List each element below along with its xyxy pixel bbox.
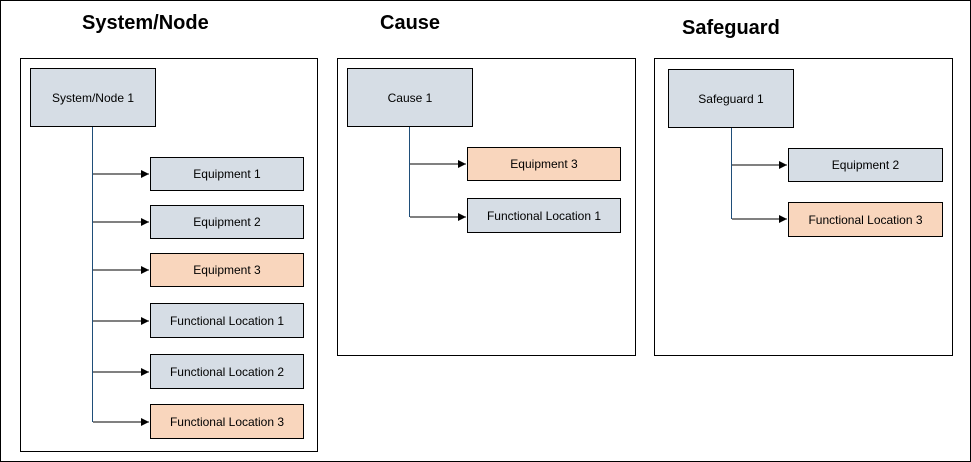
cause-title: Cause <box>380 12 441 34</box>
system-child-functional-location-1: Functional Location 1 <box>150 303 304 338</box>
system-child-label: Equipment 1 <box>193 167 261 181</box>
system-node-1-label: System/Node 1 <box>51 90 135 105</box>
safeguard-child-label: Functional Location 3 <box>808 212 923 227</box>
cause-child-label: Functional Location 1 <box>486 208 602 223</box>
system-child-label: Equipment 2 <box>193 215 261 229</box>
safeguard-1-box: Safeguard 1 <box>668 69 794 128</box>
system-child-label: Equipment 3 <box>193 263 261 277</box>
safeguard-child-functional-location-3: Functional Location 3 <box>788 202 943 237</box>
safeguard-title: Safeguard <box>682 17 780 39</box>
system-node-title: System/Node <box>82 12 209 34</box>
cause-child-label: Equipment 3 <box>510 157 578 171</box>
system-child-functional-location-2: Functional Location 2 <box>150 354 304 389</box>
system-child-label: Functional Location 1 <box>169 313 285 328</box>
system-child-equipment-2: Equipment 2 <box>150 205 304 239</box>
cause-child-functional-location-1: Functional Location 1 <box>467 198 621 233</box>
cause-1-box: Cause 1 <box>347 68 473 127</box>
cause-connector-line <box>409 126 410 217</box>
system-child-equipment-3: Equipment 3 <box>150 253 304 287</box>
safeguard-1-label: Safeguard 1 <box>698 91 764 106</box>
system-node-connector-line <box>92 126 93 422</box>
system-child-functional-location-3: Functional Location 3 <box>150 404 304 439</box>
system-node-1-box: System/Node 1 <box>30 68 156 127</box>
safeguard-child-label: Equipment 2 <box>831 158 900 172</box>
safeguard-child-equipment-2: Equipment 2 <box>788 148 943 182</box>
system-child-label: Functional Location 2 <box>169 364 285 379</box>
cause-child-equipment-3: Equipment 3 <box>467 147 621 181</box>
system-child-label: Functional Location 3 <box>169 414 285 429</box>
safeguard-connector-line <box>731 127 732 219</box>
system-child-equipment-1: Equipment 1 <box>150 157 304 191</box>
cause-1-label: Cause 1 <box>387 90 433 105</box>
